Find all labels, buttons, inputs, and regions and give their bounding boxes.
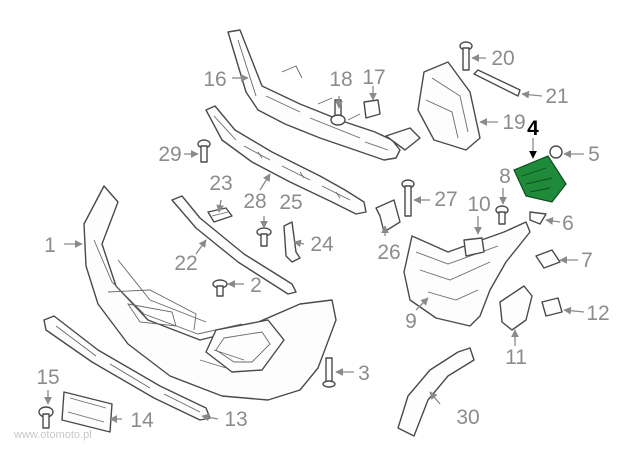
bolt-part xyxy=(401,179,415,217)
wheel-arch-trim-part xyxy=(397,347,475,437)
watermark: www.otomoto.pl xyxy=(13,429,92,441)
callout-30: 30 xyxy=(456,406,479,429)
grille-holder-part xyxy=(403,221,531,327)
bracket-part xyxy=(375,199,401,233)
clip-part xyxy=(197,139,211,163)
clip-part xyxy=(529,211,547,225)
callout-13: 13 xyxy=(224,408,247,431)
bumper-cover-part xyxy=(83,185,337,401)
callout-15: 15 xyxy=(36,366,59,389)
absorber-bar-part xyxy=(205,105,367,215)
highlighted-part xyxy=(513,155,567,203)
plate-bracket-part xyxy=(61,391,113,433)
bolt-part xyxy=(459,41,473,71)
bolt-part xyxy=(495,205,509,225)
clip-part xyxy=(535,249,561,269)
callout-5: 5 xyxy=(588,143,600,166)
bolt-part xyxy=(212,279,228,297)
callout-23: 23 xyxy=(209,172,232,195)
callout-28: 28 xyxy=(243,190,266,213)
leader-lines xyxy=(44,54,585,423)
callout-25: 25 xyxy=(279,191,302,214)
trim-strip-part xyxy=(473,69,521,97)
mount-bracket-part xyxy=(417,61,481,151)
callout-11: 11 xyxy=(505,346,527,369)
callout-1: 1 xyxy=(44,234,56,257)
clip-part xyxy=(541,297,563,317)
callout-12: 12 xyxy=(586,302,609,325)
clip-part xyxy=(363,99,381,119)
callout-labels: 1 2 3 4 5 6 7 8 9 10 11 12 13 14 15 16 1… xyxy=(36,47,609,432)
callout-27: 27 xyxy=(434,188,457,211)
bolt-part xyxy=(38,406,54,429)
callout-24: 24 xyxy=(310,233,334,256)
clip-part xyxy=(463,237,485,257)
bolt-part xyxy=(256,227,272,247)
side-bracket-part xyxy=(283,221,301,263)
callout-16: 16 xyxy=(203,68,226,91)
callout-14: 14 xyxy=(130,409,154,432)
callout-10: 10 xyxy=(467,193,490,216)
bumper-carrier-part xyxy=(227,29,421,161)
callout-3: 3 xyxy=(358,362,370,385)
callout-29: 29 xyxy=(158,143,181,166)
callout-4: 4 xyxy=(527,117,539,140)
callout-8: 8 xyxy=(499,165,511,188)
callout-6: 6 xyxy=(562,212,574,235)
side-bracket-part xyxy=(499,285,533,331)
callout-19: 19 xyxy=(502,111,525,134)
bolt-part xyxy=(322,357,336,388)
callout-21: 21 xyxy=(545,85,568,108)
callout-22: 22 xyxy=(174,252,197,275)
bolt-part xyxy=(330,99,346,126)
callout-7: 7 xyxy=(581,249,593,272)
callout-26: 26 xyxy=(377,241,400,264)
small-bracket-part xyxy=(207,207,233,223)
bolt-part xyxy=(549,145,563,159)
callout-17: 17 xyxy=(362,66,385,89)
reinforcement-strip-part xyxy=(171,195,297,295)
callout-2: 2 xyxy=(250,274,262,297)
callout-9: 9 xyxy=(405,310,417,333)
callout-20: 20 xyxy=(491,47,514,70)
callout-18: 18 xyxy=(329,68,352,91)
